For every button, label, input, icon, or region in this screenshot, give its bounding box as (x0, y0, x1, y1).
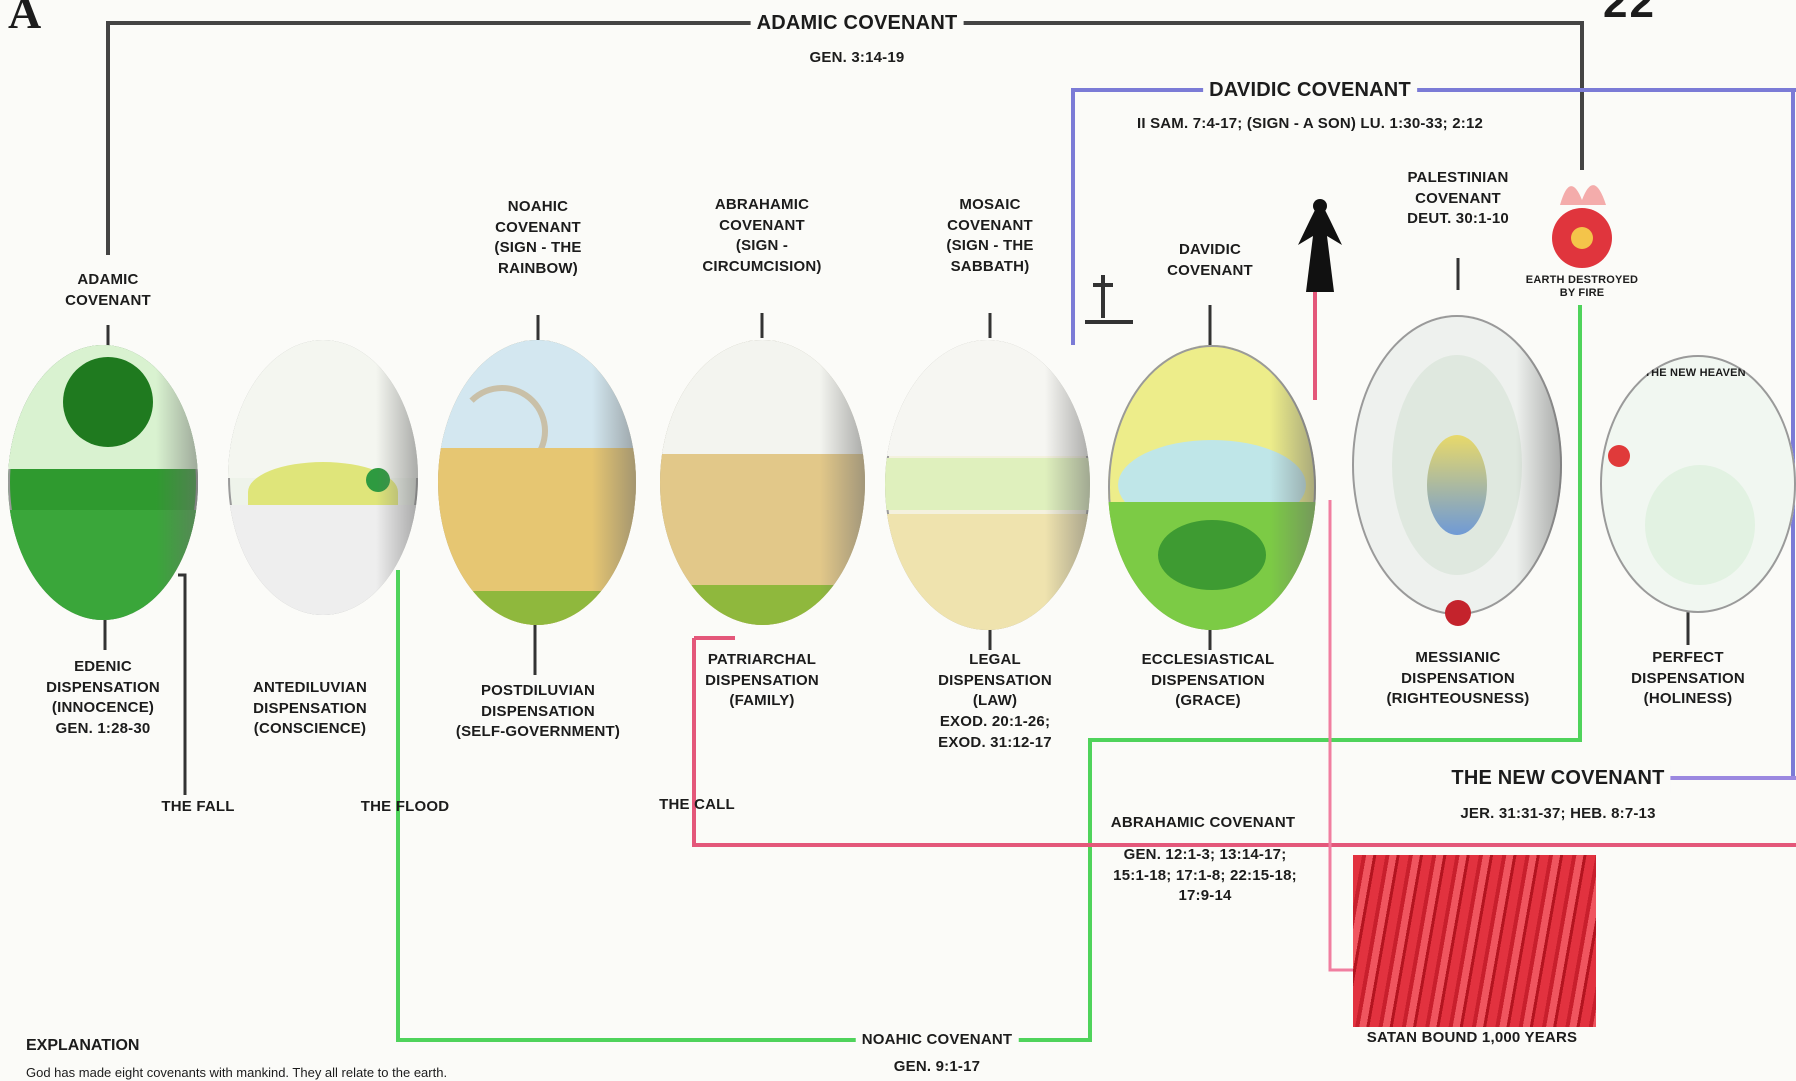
returning-figure (1298, 200, 1342, 292)
patriarchal-egg (660, 340, 865, 625)
abrahamic-covenant-label: ABRAHAMIC COVENANT (SIGN - CIRCUMCISION) (702, 196, 822, 276)
perfect-egg-title: THE NEW HEAVEN (1644, 367, 1746, 379)
fire-flames (1560, 185, 1606, 205)
satan-bound-block (1353, 855, 1596, 1027)
ecclesiastical-egg (1108, 345, 1316, 630)
adamic-covenant-label: ADAMIC COVENANT (65, 271, 151, 309)
abrahamic-covenant-line (692, 638, 1796, 847)
edenic-dispensation-label: EDENIC DISPENSATION (INNOCENCE) GEN. 1:2… (46, 658, 160, 738)
messianic-bottom-emblem (1445, 600, 1471, 626)
corner-number: 22 (1603, 0, 1656, 27)
abrahamic-covenant-bottom-ref: GEN. 12:1-3; 13:14-17; 15:1-18; 17:1-8; … (1113, 846, 1297, 905)
fire-globe-core (1571, 227, 1593, 249)
mosaic-covenant-label: MOSAIC COVENANT (SIGN - THE SABBATH) (946, 196, 1034, 276)
satan-bound-label: SATAN BOUND 1,000 YEARS (1366, 1029, 1578, 1046)
legal-dispensation-label: LEGAL DISPENSATION (LAW) EXOD. 20:1-26; … (938, 651, 1052, 751)
explanation-title: EXPLANATION (26, 1037, 140, 1054)
davidic-covenant-label: DAVIDIC COVENANT (1167, 241, 1253, 279)
returning-figure-head (1313, 199, 1327, 213)
the-call-label: THE CALL (659, 796, 735, 813)
adamic-covenant-top-label: ADAMIC COVENANT (750, 10, 964, 38)
messianic-egg (1352, 315, 1562, 615)
noahic-covenant-label: NOAHIC COVENANT (SIGN - THE RAINBOW) (494, 198, 582, 278)
antediluvian-egg (228, 340, 418, 615)
rainbow-icon (456, 385, 548, 477)
adamic-covenant-top-ref: GEN. 3:14-19 (809, 49, 905, 66)
earth-destroyed-label: EARTH DESTROYED BY FIRE (1525, 274, 1639, 300)
new-covenant-ref: JER. 31:31-37; HEB. 8:7-13 (1460, 805, 1656, 822)
messianic-pink-line (1328, 500, 1353, 972)
red-planet-icon (1608, 445, 1630, 467)
ecclesiastical-dispensation-label: ECCLESIASTICAL DISPENSATION (GRACE) (1141, 651, 1275, 710)
antediluvian-dispensation-label: ANTEDILUVIAN DISPENSATION (CONSCIENCE) (252, 679, 368, 738)
noahic-covenant-line (396, 305, 1582, 1042)
noahic-covenant-bottom-ref: GEN. 9:1-17 (893, 1058, 981, 1075)
patriarchal-dispensation-label: PATRIARCHAL DISPENSATION (FAMILY) (705, 651, 819, 710)
davidic-covenant-line (1071, 88, 1796, 345)
messianic-dispensation-label: MESSIANIC DISPENSATION (RIGHTEOUSNESS) (1386, 649, 1530, 708)
davidic-covenant-top-ref: II SAM. 7:4-17; (SIGN - A SON) LU. 1:30-… (1136, 115, 1484, 132)
the-fall-label: THE FALL (161, 798, 235, 815)
postdiluvian-dispensation-label: POSTDILUVIAN DISPENSATION (SELF-GOVERNME… (455, 682, 621, 741)
davidic-covenant-top-label: DAVIDIC COVENANT (1203, 77, 1417, 105)
legal-egg (885, 340, 1090, 630)
perfect-egg: THE NEW HEAVEN (1600, 355, 1796, 613)
postdiluvian-egg (438, 340, 636, 625)
the-flood-label: THE FLOOD (360, 798, 450, 815)
noahic-covenant-bottom-label: NOAHIC COVENANT (855, 1030, 1019, 1051)
abrahamic-covenant-bottom-label: ABRAHAMIC COVENANT (1104, 813, 1302, 834)
edenic-egg (8, 345, 198, 620)
perfect-dispensation-label: PERFECT DISPENSATION (HOLINESS) (1631, 649, 1745, 708)
palestinian-covenant-label: PALESTINIAN COVENANT DEUT. 30:1-10 (1407, 169, 1509, 228)
explanation-text: God has made eight covenants with mankin… (26, 1065, 448, 1080)
corner-letter: A (8, 0, 42, 38)
tree-icon (63, 357, 153, 447)
new-covenant-label: THE NEW COVENANT (1445, 765, 1671, 793)
